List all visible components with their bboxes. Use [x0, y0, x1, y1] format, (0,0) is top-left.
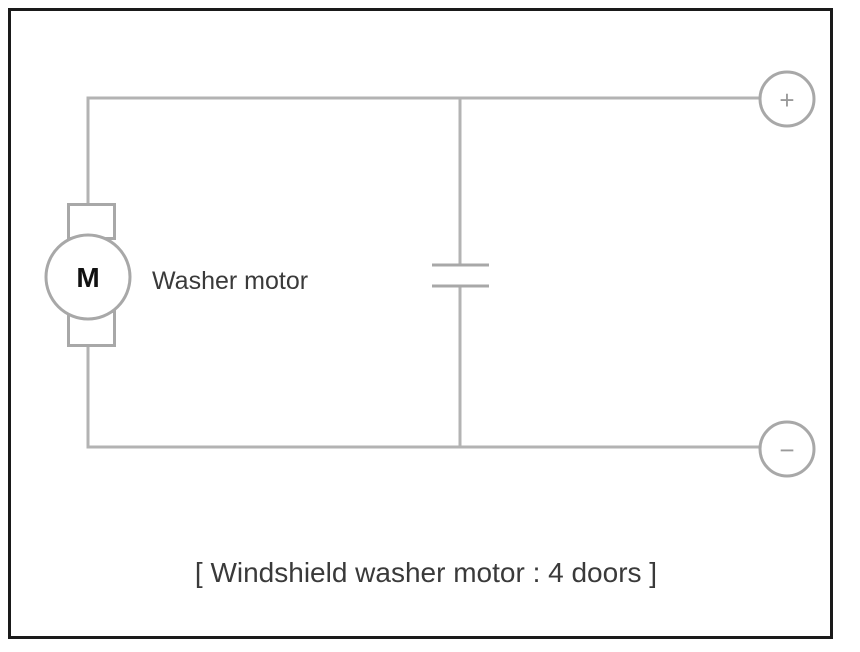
capacitor-symbol: [432, 263, 489, 288]
dc-motor-symbol: M: [44, 203, 132, 347]
negative-terminal-glyph: −: [779, 435, 794, 465]
positive-terminal-circle: [758, 70, 816, 128]
figure-caption: [ Windshield washer motor : 4 doors ]: [195, 557, 657, 588]
motor-top-brush-icon: [67, 203, 116, 240]
motor-body-circle-icon: [44, 233, 132, 321]
motor-text-label: Washer motor: [152, 267, 308, 295]
figure-border: [8, 8, 833, 639]
negative-terminal-circle: [758, 420, 816, 478]
positive-terminal-glyph: +: [779, 85, 794, 115]
negative-terminal-icon: −: [758, 420, 816, 478]
positive-terminal-icon: +: [758, 70, 816, 128]
motor-glyph-label: M: [76, 262, 99, 293]
